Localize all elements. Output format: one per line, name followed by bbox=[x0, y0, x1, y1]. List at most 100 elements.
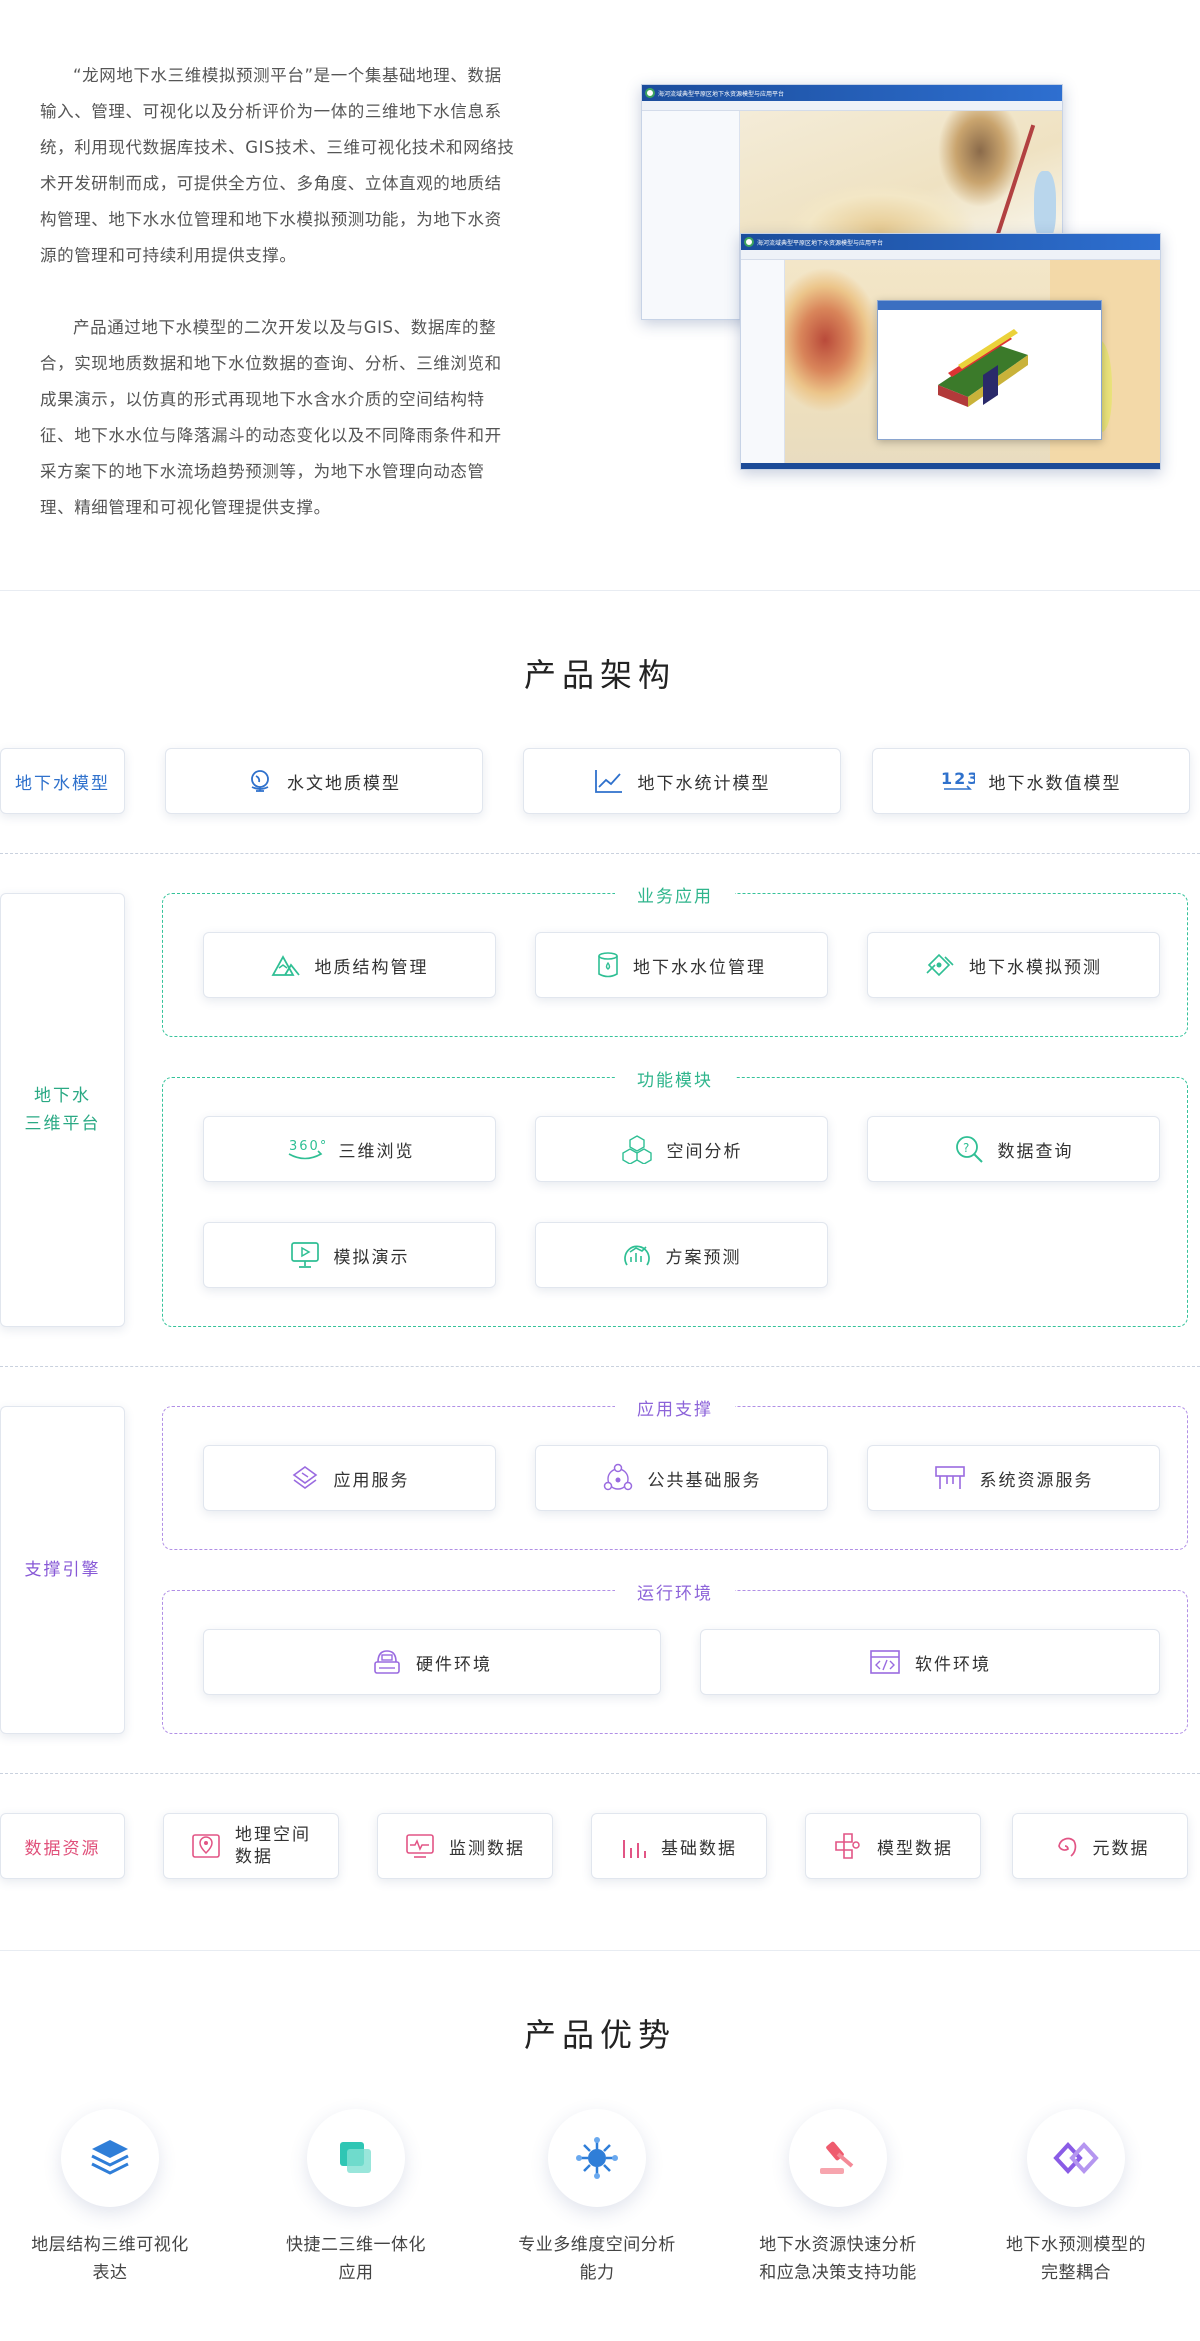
card-hydrogeology-model[interactable]: 水文地质模型 bbox=[165, 748, 483, 814]
runtime-env-box: 运行环境 bbox=[162, 1584, 1188, 1734]
platform-logo-icon bbox=[645, 88, 655, 98]
card-label: 模型数据 bbox=[877, 1838, 953, 1859]
mountain-icon bbox=[270, 953, 301, 977]
card-app-service[interactable]: 应用服务 bbox=[203, 1445, 496, 1511]
layer-separator bbox=[0, 1773, 1200, 1774]
screenshot-title: 海河流域典型平原区地下水资源模型与应用平台 bbox=[757, 239, 884, 247]
numbers-123-icon: 123 bbox=[941, 768, 975, 794]
water-tank-icon bbox=[597, 951, 619, 979]
card-simulation-demo[interactable]: 模拟演示 bbox=[203, 1222, 496, 1288]
advantage-item: 地层结构三维可视化 表达 bbox=[0, 2109, 220, 2287]
card-hardware-env[interactable]: 硬件环境 bbox=[203, 1629, 661, 1695]
advantage-label: 地下水资源快速分析 和应急决策支持功能 bbox=[759, 2235, 917, 2283]
card-label: 系统资源服务 bbox=[979, 1470, 1094, 1491]
app-support-title: 应用支撑 bbox=[615, 1400, 735, 1420]
card-label: 地理空间 数据 bbox=[235, 1825, 311, 1867]
card-label: 地下水数值模型 bbox=[988, 773, 1122, 794]
model-row-label: 地下水模型 bbox=[0, 748, 125, 814]
card-numerical-model[interactable]: 123 地下水数值模型 bbox=[872, 748, 1190, 814]
cubes-icon bbox=[621, 1134, 653, 1164]
architecture-title: 产品架构 bbox=[523, 656, 676, 694]
double-diamond-icon bbox=[1027, 2109, 1125, 2207]
card-software-env[interactable]: 软件环境 bbox=[700, 1629, 1160, 1695]
advantage-label: 地层结构三维可视化 表达 bbox=[31, 2235, 189, 2283]
layer-separator bbox=[0, 853, 1200, 854]
platform-label: 地下水 三维平台 bbox=[0, 893, 125, 1327]
layer-separator bbox=[0, 1366, 1200, 1367]
intro-paragraph-1: “龙网地下水三维模拟预测平台”是一个集基础地理、数据输入、管理、可视化以及分析评… bbox=[40, 66, 515, 265]
section-divider bbox=[0, 590, 1200, 591]
card-model-data[interactable]: 模型数据 bbox=[805, 1813, 981, 1879]
svg-text:?: ? bbox=[963, 1141, 971, 1155]
stacked-layers-icon bbox=[61, 2109, 159, 2207]
card-label: 基础数据 bbox=[661, 1838, 737, 1859]
screenshot-title: 海河流域典型平原区地下水资源模型与应用平台 bbox=[658, 90, 785, 98]
advantage-label: 快捷二三维一体化 应用 bbox=[286, 2235, 426, 2283]
runtime-env-title: 运行环境 bbox=[615, 1584, 735, 1604]
spiral-icon bbox=[1051, 1832, 1079, 1860]
function-modules-title: 功能模块 bbox=[615, 1071, 735, 1091]
advantages-title: 产品优势 bbox=[523, 2016, 676, 2054]
card-label: 地质结构管理 bbox=[314, 957, 429, 978]
card-label: 地下水统计模型 bbox=[637, 773, 771, 794]
pulse-monitor-icon bbox=[405, 1832, 435, 1860]
card-label: 地下水模拟预测 bbox=[969, 957, 1102, 978]
engine-label: 支撑引擎 bbox=[0, 1406, 125, 1734]
gavel-icon bbox=[789, 2109, 887, 2207]
line-chart-icon bbox=[594, 768, 624, 794]
card-label: 监测数据 bbox=[449, 1838, 525, 1859]
function-modules-box: 功能模块 bbox=[162, 1071, 1188, 1327]
card-label: 空间分析 bbox=[666, 1141, 743, 1162]
intro-paragraph-2: 产品通过地下水模型的二次开发以及与GIS、数据库的整合，实现地质数据和地下水位数… bbox=[40, 318, 502, 517]
card-system-resource[interactable]: 系统资源服务 bbox=[867, 1445, 1160, 1511]
card-groundwater-simulation[interactable]: 地下水模拟预测 bbox=[867, 932, 1160, 998]
data-row-label: 数据资源 bbox=[0, 1813, 125, 1879]
search-icon: ? bbox=[954, 1134, 984, 1164]
overlap-squares-icon bbox=[307, 2109, 405, 2207]
globe-icon bbox=[247, 768, 273, 794]
card-scenario-forecast[interactable]: 方案预测 bbox=[535, 1222, 828, 1288]
hardware-icon bbox=[372, 1648, 402, 1676]
card-label: 硬件环境 bbox=[416, 1654, 492, 1675]
360-view-icon: 360° bbox=[285, 1136, 325, 1162]
3d-geology-model-icon bbox=[938, 329, 1028, 407]
card-statistical-model[interactable]: 地下水统计模型 bbox=[523, 748, 841, 814]
card-3d-browse[interactable]: 360° 三维浏览 bbox=[203, 1116, 496, 1182]
card-monitoring-data[interactable]: 监测数据 bbox=[377, 1813, 553, 1879]
layers-diamond-icon bbox=[290, 1464, 320, 1492]
hub-icon bbox=[548, 2109, 646, 2207]
card-label: 三维浏览 bbox=[338, 1141, 415, 1162]
business-apps-box: 业务应用 bbox=[162, 887, 1188, 1037]
card-label: 地下水水位管理 bbox=[633, 957, 766, 978]
card-geospatial-data[interactable]: 地理空间 数据 bbox=[163, 1813, 339, 1879]
app-support-box: 应用支撑 bbox=[162, 1400, 1188, 1550]
card-label: 元数据 bbox=[1092, 1838, 1150, 1859]
puzzle-icon bbox=[833, 1831, 863, 1861]
rack-icon bbox=[934, 1464, 966, 1492]
advantage-item: 专业多维度空间分析 能力 bbox=[487, 2109, 707, 2287]
map-pin-icon bbox=[191, 1832, 221, 1860]
card-label: 应用服务 bbox=[333, 1470, 410, 1491]
card-label: 水文地质模型 bbox=[287, 773, 401, 794]
advantage-label: 专业多维度空间分析 能力 bbox=[518, 2235, 676, 2283]
card-base-data[interactable]: 基础数据 bbox=[591, 1813, 767, 1879]
section-divider bbox=[0, 1950, 1200, 1951]
platform-screenshot-3d: 海河流域典型平原区地下水资源模型与应用平台 bbox=[740, 233, 1161, 470]
monitor-play-icon bbox=[290, 1241, 320, 1269]
advantage-label: 地下水预测模型的 完整耦合 bbox=[1006, 2235, 1146, 2283]
advantage-item: 地下水资源快速分析 和应急决策支持功能 bbox=[728, 2109, 948, 2287]
card-geology-structure[interactable]: 地质结构管理 bbox=[203, 932, 496, 998]
card-public-service[interactable]: 公共基础服务 bbox=[535, 1445, 828, 1511]
card-data-query[interactable]: ? 数据查询 bbox=[867, 1116, 1160, 1182]
card-label: 方案预测 bbox=[665, 1247, 742, 1268]
card-water-level[interactable]: 地下水水位管理 bbox=[535, 932, 828, 998]
card-spatial-analysis[interactable]: 空间分析 bbox=[535, 1116, 828, 1182]
card-label: 数据查询 bbox=[997, 1141, 1074, 1162]
network-triangle-icon bbox=[602, 1463, 634, 1493]
svg-text:360°: 360° bbox=[289, 1139, 325, 1154]
platform-logo-icon bbox=[744, 237, 754, 247]
card-label: 公共基础服务 bbox=[647, 1470, 762, 1491]
code-window-icon bbox=[869, 1648, 901, 1676]
card-metadata[interactable]: 元数据 bbox=[1012, 1813, 1188, 1879]
advantage-item: 快捷二三维一体化 应用 bbox=[246, 2109, 466, 2287]
